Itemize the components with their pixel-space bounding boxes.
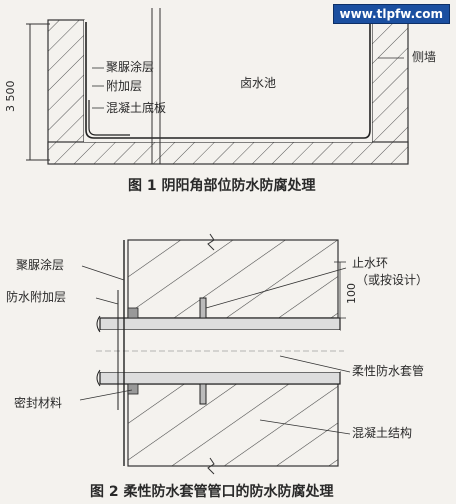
fig2-leader-sealant [79, 389, 133, 401]
fig2-break-bottom [207, 457, 215, 475]
fig2-caption: 图 2 柔性防水套管管口的防水防腐处理 [90, 484, 334, 500]
site-watermark: www.tlpfw.com [332, 4, 450, 24]
fig2-label-extra-layer: 防水附加层 [6, 290, 67, 304]
fig2-label-sealant: 密封材料 [14, 396, 63, 410]
fig2-water-ring-top [199, 297, 207, 319]
fig1-label-pool: 卤水池 [240, 76, 277, 90]
fig2-label-water-ring-note: （或按设计） [356, 273, 429, 287]
fig2-pipe-lower-wall [99, 371, 341, 385]
fig2-pipe-break-left-2 [96, 369, 101, 387]
fig2-sealant-top [127, 307, 139, 319]
fig1-caption: 图 1 阴阳角部位防水防腐处理 [128, 178, 316, 194]
fig2-label-coating: 聚脲涂层 [16, 258, 65, 272]
fig1-drawing [26, 8, 409, 165]
fig2-drawing [79, 233, 351, 475]
fig1-coating-line [85, 22, 371, 139]
fig2-dimension: 100 [345, 283, 358, 304]
fig1-label-extra-layer: 附加层 [106, 79, 143, 93]
fig2-label-structure: 混凝土结构 [352, 426, 413, 440]
fig2-leader-casing [279, 355, 351, 373]
fig2-pipe-upper-wall [99, 317, 341, 331]
fig2-label-water-ring: 止水环 [352, 256, 389, 270]
fig2-pipe-break-left [96, 315, 101, 333]
fig2-leader-structure [259, 419, 351, 435]
fig1-left-wall [47, 19, 85, 161]
fig1-right-wall [371, 19, 409, 161]
fig2-leader-ring [205, 267, 347, 309]
fig2-water-ring-bottom [199, 383, 207, 405]
fig1-bottom-slab [47, 141, 409, 165]
fig1-label-slab: 混凝土底板 [106, 101, 167, 115]
fig1-label-side-wall: 侧墙 [412, 50, 437, 64]
fig2-leader-extra [95, 297, 119, 305]
fig1-extra-layer-line [88, 100, 130, 136]
fig2-wall-lower [127, 383, 339, 467]
fig2-wall-upper [127, 239, 339, 319]
fig2-break-top [207, 233, 215, 251]
fig1-pool [84, 20, 372, 142]
fig2-leader-coating [81, 265, 125, 281]
fig2-sealant-bottom [127, 383, 139, 395]
fig2-label-casing: 柔性防水套管 [352, 364, 425, 378]
fig1-label-coating: 聚脲涂层 [106, 60, 155, 74]
fig1-dimension: 3 500 [4, 80, 17, 113]
